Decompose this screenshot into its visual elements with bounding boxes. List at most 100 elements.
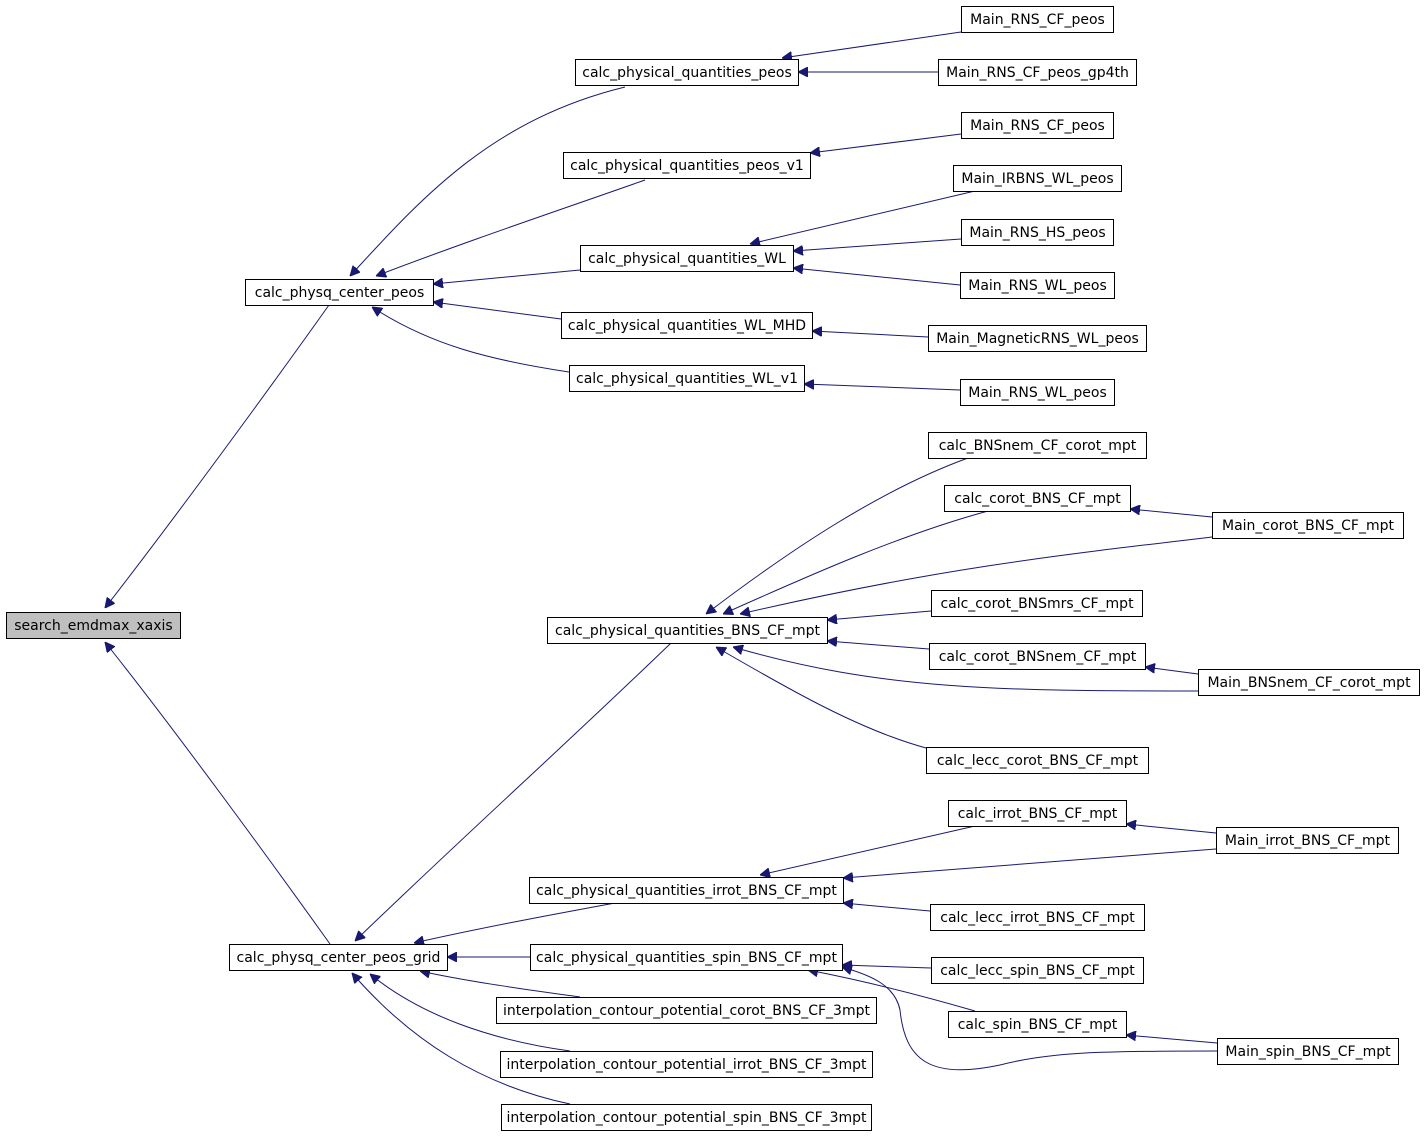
node-box [938,59,1137,86]
node-cpq_WL_MHD[interactable]: calc_physical_quantities_WL_MHD [561,312,813,339]
node-label: calc_physical_quantities_WL_v1 [576,371,798,387]
node-label: Main_RNS_WL_peos [968,385,1107,401]
node-cpq_BNS[interactable]: calc_physical_quantities_BNS_CF_mpt [547,617,828,644]
node-main_spin_bns_cf_mpt[interactable]: Main_spin_BNS_CF_mpt [1217,1038,1399,1065]
node-box [961,219,1114,246]
node-label: calc_physical_quantities_BNS_CF_mpt [555,623,820,639]
node-main_corot_bns_cf_mpt[interactable]: Main_corot_BNS_CF_mpt [1212,512,1404,539]
edge-main_spin_bns_cf_mpt-to-calc_spin_bns_cf_mpt [1126,1035,1218,1044]
edge-main_rns_wl_peos_a-to-cpq_WL [793,268,961,286]
edge-calc_bnsnem_cf_corot_mpt-to-cpq_BNS [706,457,969,614]
node-box [953,165,1122,192]
edge-main_corot_bns_cf_mpt-to-cpq_BNS [740,536,1213,614]
node-interp_irrot[interactable]: interpolation_contour_potential_irrot_BN… [500,1051,873,1078]
node-main_rns_hs_peos[interactable]: Main_RNS_HS_peos [961,219,1114,246]
edge-main_rns_hs_peos-to-cpq_WL [793,238,962,251]
node-box [1217,1038,1399,1065]
node-calc_lecc_irrot_bns_cf_mpt[interactable]: calc_lecc_irrot_BNS_CF_mpt [930,904,1145,931]
node-box [931,957,1144,984]
node-calc_corot_bnsnem_cf_mpt[interactable]: calc_corot_BNSnem_CF_mpt [929,643,1146,670]
edge-main_irrot_bns_cf_mpt-to-cpq_irrot [843,848,1217,878]
node-label: Main_MagneticRNS_WL_peos [936,331,1139,347]
node-box [530,944,843,971]
node-box [960,272,1115,299]
node-label: Main_IRBNS_WL_peos [961,171,1113,187]
node-label: calc_corot_BNSnem_CF_mpt [939,649,1137,665]
node-label: interpolation_contour_potential_corot_BN… [503,1003,870,1019]
node-main_rns_wl_peos_a[interactable]: Main_RNS_WL_peos [960,272,1115,299]
edge-cpq_irrot-to-calc_physq_center_peos_grid [414,902,616,943]
node-calc_lecc_spin_bns_cf_mpt[interactable]: calc_lecc_spin_BNS_CF_mpt [931,957,1144,984]
node-cpq_WL_v1[interactable]: calc_physical_quantities_WL_v1 [569,365,805,392]
node-cpq_irrot[interactable]: calc_physical_quantities_irrot_BNS_CF_mp… [529,877,844,904]
node-calc_corot_bns_cf_mpt[interactable]: calc_corot_BNS_CF_mpt [944,485,1131,512]
node-box [1198,669,1420,696]
node-calc_bnsnem_cf_corot_mpt[interactable]: calc_BNSnem_CF_corot_mpt [928,432,1147,459]
node-box [580,245,794,272]
node-box [1212,512,1404,539]
node-box [6,612,181,639]
node-box [500,1051,873,1078]
node-calc_physq_center_peos[interactable]: calc_physq_center_peos [245,279,434,306]
node-box [928,432,1147,459]
node-cpq_peos_v1[interactable]: calc_physical_quantities_peos_v1 [563,152,811,179]
edge-cpq_peos-to-calc_physq_center_peos [350,86,626,276]
node-main_rns_cf_peos_a[interactable]: Main_RNS_CF_peos [961,6,1114,33]
node-box [948,800,1127,827]
node-label: calc_physical_quantities_WL [588,251,786,267]
edge-main_irbns_wl_peos-to-cpq_WL [750,190,976,244]
node-label: Main_RNS_CF_peos [970,118,1105,134]
node-main_irrot_bns_cf_mpt[interactable]: Main_irrot_BNS_CF_mpt [1216,827,1399,854]
node-label: Main_RNS_HS_peos [969,225,1105,241]
node-box [575,59,799,86]
node-calc_lecc_corot_bns_cf_mpt[interactable]: calc_lecc_corot_BNS_CF_mpt [926,747,1149,774]
edge-cpq_WL-to-calc_physq_center_peos [433,269,581,284]
edge-calc_lecc_spin_bns_cf_mpt-to-cpq_spin [842,965,932,968]
node-label: Main_RNS_WL_peos [968,278,1107,294]
node-cpq_peos[interactable]: calc_physical_quantities_peos [575,59,799,86]
node-search_emdmax_xaxis[interactable]: search_emdmax_xaxis [6,612,181,639]
node-interp_corot[interactable]: interpolation_contour_potential_corot_BN… [496,997,877,1024]
node-interp_spin[interactable]: interpolation_contour_potential_spin_BNS… [501,1104,872,1131]
node-label: calc_physical_quantities_peos_v1 [570,158,804,174]
node-main_irbns_wl_peos[interactable]: Main_IRBNS_WL_peos [953,165,1122,192]
node-cpq_WL[interactable]: calc_physical_quantities_WL [580,245,794,272]
node-box [931,590,1143,617]
edge-main_spin_bns_cf_mpt-to-cpq_spin [842,967,1218,1071]
node-label: Main_RNS_CF_peos [970,12,1105,28]
node-box [561,312,813,339]
node-box [569,365,805,392]
node-box [926,747,1149,774]
node-calc_corot_bnsmrs_cf_mpt[interactable]: calc_corot_BNSmrs_CF_mpt [931,590,1143,617]
edge-calc_lecc_corot_bns_cf_mpt-to-cpq_BNS [716,647,927,749]
node-calc_spin_bns_cf_mpt[interactable]: calc_spin_BNS_CF_mpt [948,1011,1127,1038]
node-main_rns_cf_peos_b[interactable]: Main_RNS_CF_peos [961,112,1114,139]
node-cpq_spin[interactable]: calc_physical_quantities_spin_BNS_CF_mpt [530,944,843,971]
node-label: search_emdmax_xaxis [14,618,172,634]
node-calc_irrot_bns_cf_mpt[interactable]: calc_irrot_BNS_CF_mpt [948,800,1127,827]
node-box [948,1011,1127,1038]
node-main_rns_cf_peos_gp4th[interactable]: Main_RNS_CF_peos_gp4th [938,59,1137,86]
node-calc_physq_center_peos_grid[interactable]: calc_physq_center_peos_grid [229,944,448,971]
edge-main_rns_cf_peos_b-to-cpq_peos_v1 [810,133,962,153]
node-box [547,617,828,644]
node-label: Main_RNS_CF_peos_gp4th [946,65,1129,81]
edge-main_magneticrns_wl_peos-to-cpq_WL_MHD [812,331,929,338]
edge-calc_physq_center_peos-to-search_emdmax_xaxis [105,304,330,608]
node-main_magneticrns_wl_peos[interactable]: Main_MagneticRNS_WL_peos [928,325,1147,352]
node-label: calc_lecc_spin_BNS_CF_mpt [940,963,1135,979]
node-box [501,1104,872,1131]
node-label: Main_corot_BNS_CF_mpt [1222,518,1395,534]
node-label: calc_spin_BNS_CF_mpt [958,1017,1118,1033]
node-label: interpolation_contour_potential_spin_BNS… [506,1110,867,1126]
edge-interp_spin-to-calc_physq_center_peos_grid [352,973,571,1105]
node-main_bnsnem_cf_corot_mpt[interactable]: Main_BNSnem_CF_corot_mpt [1198,669,1420,696]
edge-main_rns_wl_peos_b-to-cpq_WL_v1 [804,384,961,391]
edge-main_rns_cf_peos_a-to-cpq_peos [782,31,962,58]
edge-calc_irrot_bns_cf_mpt-to-cpq_irrot [760,825,976,875]
edge-main_bnsnem_cf_corot_mpt-to-cpq_BNS [733,647,1199,692]
nodes-layer: search_emdmax_xaxis calc_physq_center_peo… [6,6,1420,1131]
node-box [930,904,1145,931]
node-main_rns_wl_peos_b[interactable]: Main_RNS_WL_peos [960,379,1115,406]
node-box [961,112,1114,139]
